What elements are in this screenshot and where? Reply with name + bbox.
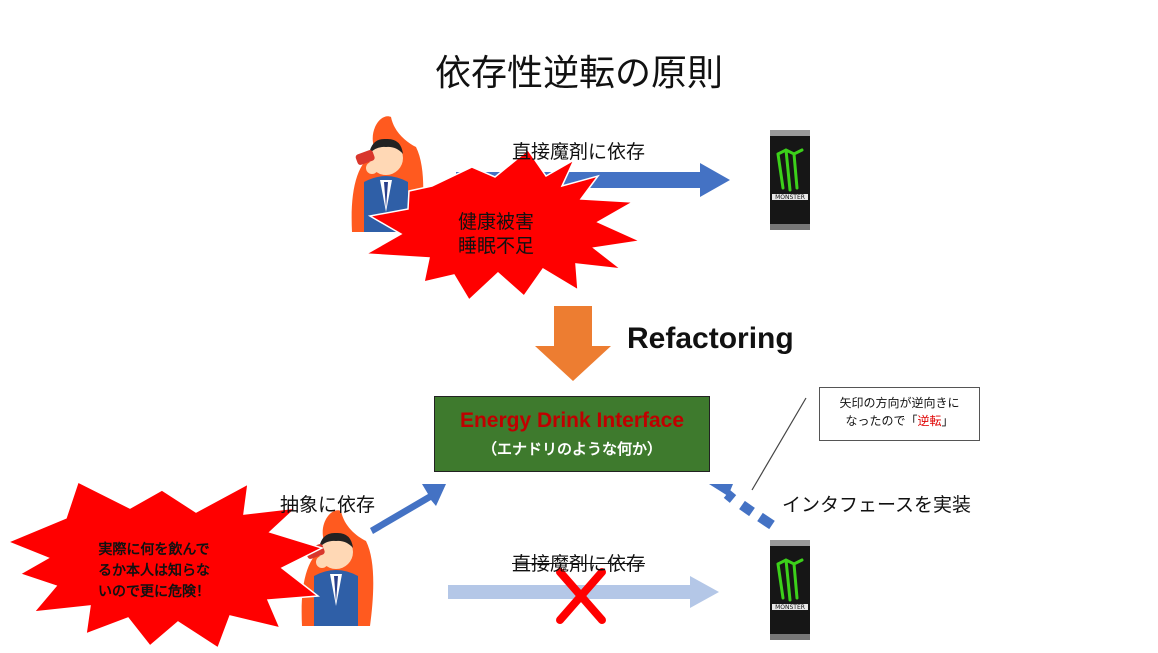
energy-drink-can-icon: [768, 128, 812, 232]
direct-dependency-label: 直接魔剤に依存: [512, 141, 646, 163]
note-line-2-prefix: なったので「: [845, 414, 918, 428]
interface-subtitle: （エナドリのような何か）: [481, 440, 662, 458]
danger-text: 実際に何を飲んで るか本人は知らな いので更に危険！: [98, 540, 210, 603]
note-line-1: 矢印の方向が逆向きに: [839, 396, 960, 410]
implements-dotted-arrow: [709, 484, 775, 530]
burst-line-2: 睡眠不足: [458, 235, 535, 257]
removed-direct-dependency-label: 直接魔剤に依存: [512, 553, 646, 575]
can-label-text: MONSTER: [775, 604, 805, 611]
page-title: 依存性逆転の原則: [434, 53, 723, 94]
note-highlight: 逆転: [917, 414, 942, 428]
cross-mark-icon: [556, 568, 606, 624]
refactoring-arrow: [535, 306, 611, 381]
note-pointer-line: [751, 397, 807, 491]
inversion-note: 矢印の方向が逆向きに なったので「逆転」: [819, 387, 980, 441]
implements-interface-label: インタフェースを実装: [782, 494, 972, 516]
energy-drink-can-icon-bottom: [768, 538, 812, 642]
health-damage-text: 健康被害 睡眠不足: [458, 210, 534, 258]
note-line-2-suffix: 」: [941, 414, 954, 428]
can-label-text: MONSTER: [775, 194, 805, 201]
abstract-dependency-arrow: [370, 484, 446, 534]
health-damage-burst: [363, 148, 643, 302]
burst-line-1: 健康被害: [458, 211, 535, 233]
danger-burst: [6, 480, 325, 650]
energy-drink-interface-box: Energy Drink Interface （エナドリのような何か）: [434, 396, 710, 472]
interface-name: Energy Drink Interface: [459, 409, 685, 432]
danger-line-2: るか本人は知らな: [98, 563, 210, 579]
refactoring-label: Refactoring: [627, 322, 794, 355]
danger-line-3: いので更に危険！: [98, 584, 210, 600]
drinking-person-icon-bottom: [301, 510, 374, 626]
danger-line-1: 実際に何を飲んで: [98, 542, 210, 558]
abstract-dependency-label: 抽象に依存: [280, 494, 376, 516]
